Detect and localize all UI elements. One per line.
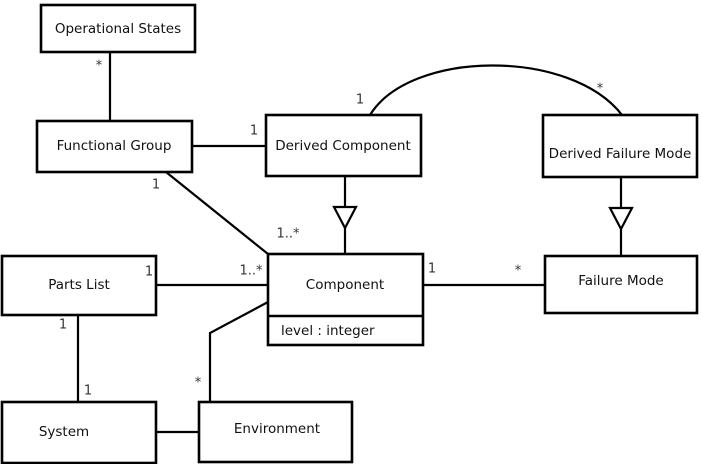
class-box-derived-component[interactable]: Derived Component	[264, 113, 423, 178]
class-box-parts-list-rect	[0, 254, 158, 317]
class-box-parts-list[interactable]: Parts List	[0, 254, 158, 317]
class-box-failure-mode-rect	[543, 254, 699, 315]
link-component-environment	[208, 301, 269, 402]
multiplicity-derived-failure-mode-curve-target: *	[597, 82, 604, 97]
class-box-operational-states[interactable]: Operational States	[39, 3, 197, 54]
multiplicity-operational-states: *	[96, 59, 103, 74]
class-box-derived-component-rect	[264, 113, 423, 178]
multiplicity-component-failure-mode-source: 1	[428, 262, 436, 277]
class-name-operational-states: Operational States	[55, 21, 181, 37]
class-box-functional-group[interactable]: Functional Group	[35, 119, 194, 174]
multiplicity-functional-group-component-target: 1..*	[276, 227, 300, 242]
class-box-environment[interactable]: Environment	[197, 400, 354, 464]
class-box-system[interactable]: System	[0, 400, 158, 464]
generalization-triangle-failure-mode	[608, 206, 634, 232]
class-box-operational-states-rect	[39, 3, 197, 54]
link-functional-group-component	[165, 171, 269, 255]
class-name-parts-list: Parts List	[48, 277, 110, 293]
generalization-triangle-component	[332, 205, 358, 231]
class-name-derived-failure-mode: Derived Failure Mode	[549, 146, 692, 162]
class-name-environment: Environment	[234, 421, 320, 437]
class-box-component[interactable]: Component level : integer	[266, 252, 425, 347]
multiplicity-derived-component-end: 1	[250, 124, 258, 139]
class-box-component-rect	[266, 252, 425, 347]
class-name-system: System	[39, 424, 89, 440]
class-box-derived-failure-mode[interactable]: Derived Failure Mode	[541, 113, 699, 179]
multiplicity-parts-list-system-source: 1	[59, 318, 67, 333]
class-name-failure-mode: Failure Mode	[578, 273, 664, 289]
class-box-failure-mode[interactable]: Failure Mode	[543, 254, 699, 315]
multiplicity-parts-list-component-source: 1	[145, 265, 153, 280]
multiplicity-parts-list-component-target: 1..*	[239, 264, 263, 279]
class-box-system-rect	[0, 400, 158, 464]
class-box-functional-group-rect	[35, 119, 194, 174]
class-name-component: Component	[306, 277, 384, 293]
multiplicity-component-environment: *	[195, 376, 202, 391]
link-derived-component-derived-failure-mode	[369, 64, 623, 116]
multiplicity-component-failure-mode-target: *	[515, 264, 522, 279]
class-name-functional-group: Functional Group	[57, 138, 172, 154]
class-box-derived-failure-mode-rect	[541, 113, 699, 179]
multiplicity-derived-component-curve-source: 1	[356, 93, 364, 108]
multiplicity-functional-group-component-source: 1	[152, 178, 160, 193]
class-box-environment-rect	[197, 400, 354, 464]
class-attribute-component-level: level : integer	[281, 323, 375, 339]
multiplicity-parts-list-system-target: 1	[84, 384, 92, 399]
class-name-derived-component: Derived Component	[275, 138, 411, 154]
